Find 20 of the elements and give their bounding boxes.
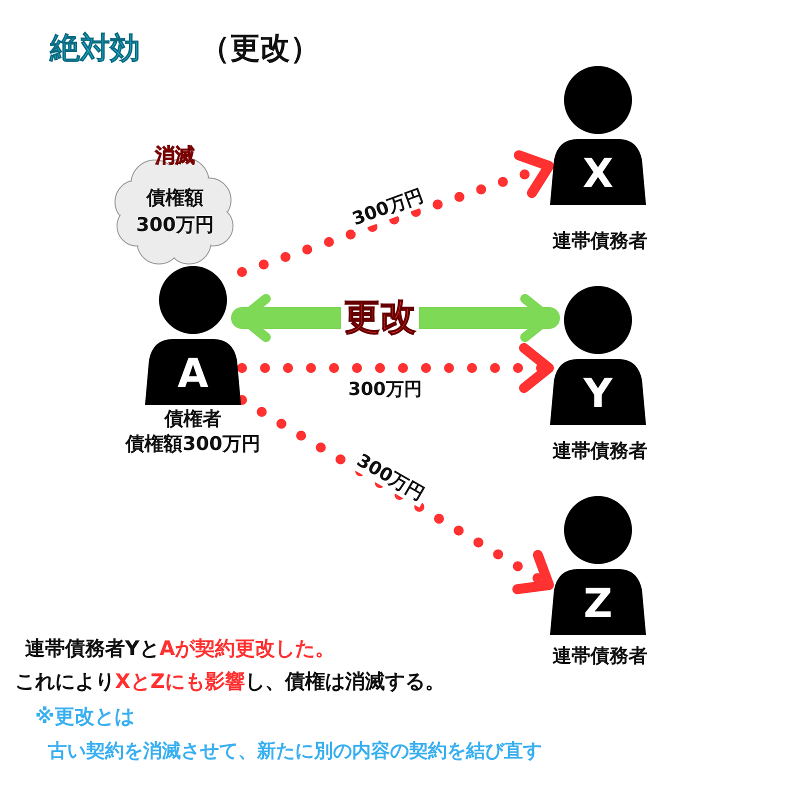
cloud-text: 債権額300万円 <box>135 186 215 238</box>
note-text: これによりXとZにも影響し、債権は消滅する。 <box>15 668 445 695</box>
status-label: 消滅 <box>154 142 196 169</box>
role-label: 債権額300万円 <box>124 432 262 456</box>
person-letter: Z <box>582 580 614 629</box>
role-label: 債権者 <box>163 407 222 431</box>
definition-text: 古い契約を消滅させて、新たに別の内容の契約を結び直す <box>48 739 542 764</box>
note-text: 連帯債務者YとAが契約更改した。 <box>25 635 335 662</box>
title: 絶対効 <box>50 30 140 68</box>
definition-heading: ※更改とは <box>35 703 134 730</box>
person-letter: X <box>582 150 614 199</box>
arrow <box>237 343 554 393</box>
person-letter: A <box>176 350 210 399</box>
subtitle: （更改） <box>200 30 320 68</box>
role-label: 連帯債務者 <box>552 439 648 463</box>
person-letter: Y <box>582 370 614 419</box>
role-label: 連帯債務者 <box>552 229 648 253</box>
arrow <box>237 150 554 277</box>
edge-label: 更改 <box>341 298 419 338</box>
role-label: 連帯債務者 <box>552 644 648 668</box>
